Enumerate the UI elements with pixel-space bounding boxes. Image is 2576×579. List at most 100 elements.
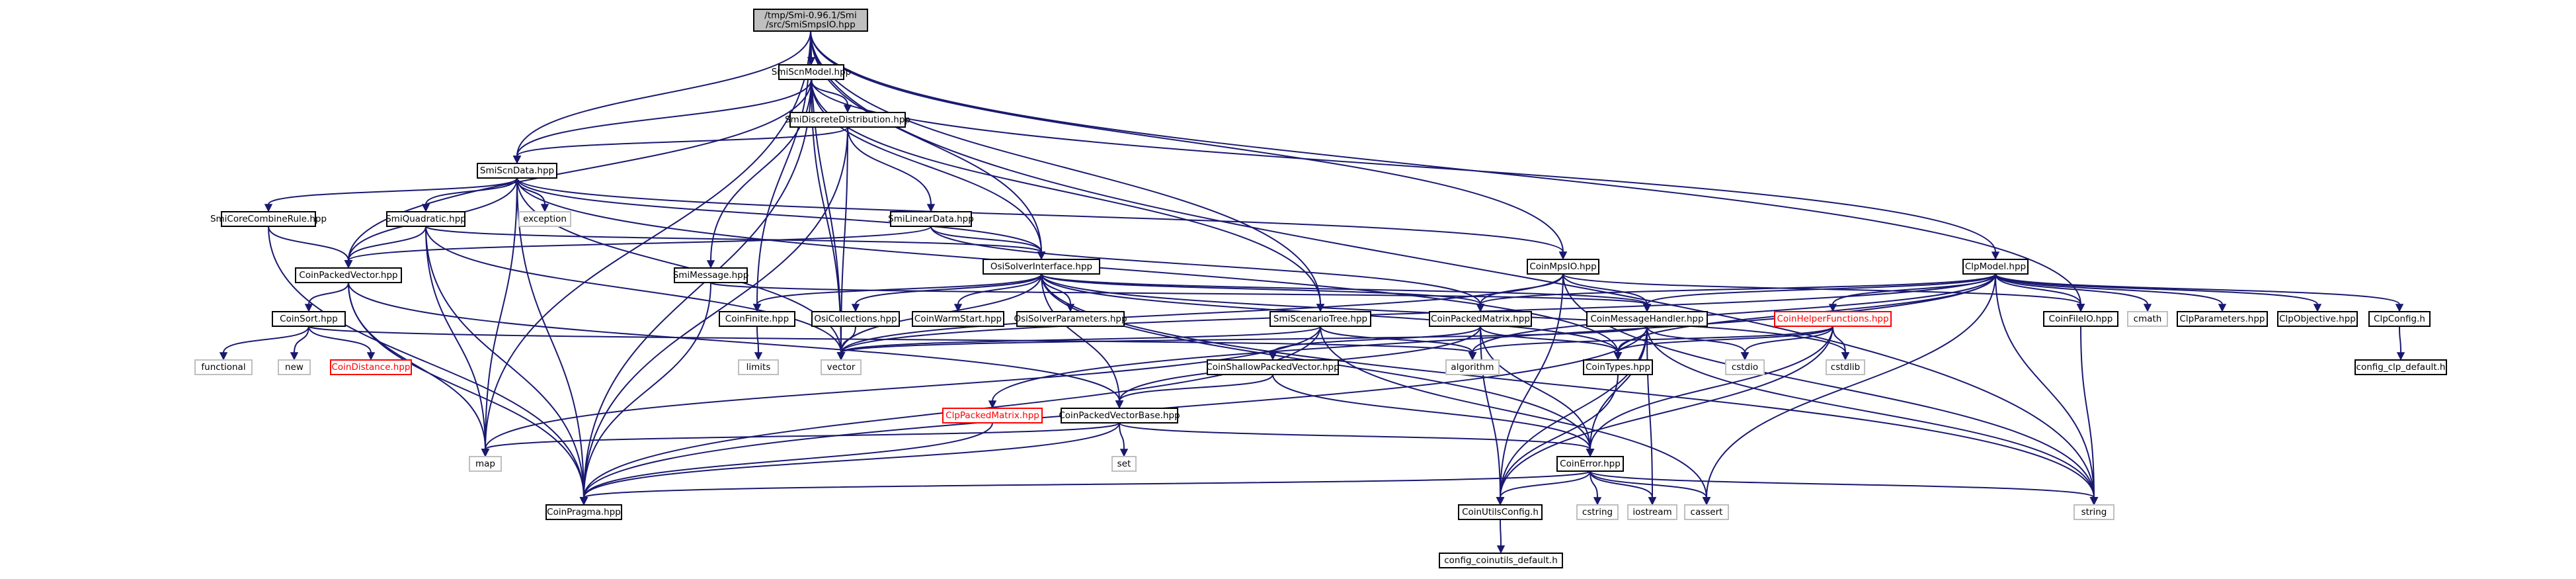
node-box xyxy=(942,408,1043,423)
node-osisolver[interactable]: OsiSolverInterface.hpp xyxy=(983,259,1100,275)
node-combine[interactable]: SmiCoreCombineRule.hpp xyxy=(210,211,327,227)
edge-line xyxy=(516,177,584,498)
edge-line xyxy=(1041,273,1481,305)
edge-clpconfig-to-clpconfigdefault xyxy=(2396,326,2405,361)
node-coinsort[interactable]: CoinSort.hpp xyxy=(272,311,346,327)
node-clpconfig[interactable]: ClpConfig.h xyxy=(2368,311,2431,327)
edge-arrowhead xyxy=(754,352,763,361)
edge-arrowhead xyxy=(1468,352,1477,361)
edge-line xyxy=(930,226,1042,253)
node-scnmodel[interactable]: SmiScnModel.hpp xyxy=(772,64,852,80)
edge-line xyxy=(1041,273,1648,305)
node-vectorbase[interactable]: CoinPackedVectorBase.hpp xyxy=(1059,408,1180,423)
node-solverparams[interactable]: OsiSolverParameters.hpp xyxy=(1014,311,1127,327)
node-box xyxy=(1826,359,1865,375)
edge-line xyxy=(840,326,856,353)
node-cointypes[interactable]: CoinTypes.hpp xyxy=(1583,359,1653,375)
edge-arrowhead xyxy=(2076,304,2085,312)
node-msghandler[interactable]: CoinMessageHandler.hpp xyxy=(1586,311,1708,327)
node-box xyxy=(386,211,465,227)
edge-line xyxy=(308,326,1473,353)
node-packedvector[interactable]: CoinPackedVector.hpp xyxy=(295,267,402,283)
node-box xyxy=(1684,504,1729,520)
node-utilsconfig[interactable]: CoinUtilsConfig.h xyxy=(1458,504,1543,520)
node-distance[interactable]: CoinDistance.hpp xyxy=(330,359,412,375)
node-helper[interactable]: CoinHelperFunctions.hpp xyxy=(1774,311,1892,327)
node-coinpragma[interactable]: CoinPragma.hpp xyxy=(545,504,622,520)
node-shallow[interactable]: CoinShallowPackedVector.hpp xyxy=(1206,359,1340,375)
edge-line xyxy=(1590,470,2095,498)
edge-line xyxy=(1272,374,1591,450)
node-scndata[interactable]: SmiScnData.hpp xyxy=(477,163,557,179)
node-box xyxy=(2177,311,2268,327)
edge-line xyxy=(1500,374,1619,498)
node-coinerror[interactable]: CoinError.hpp xyxy=(1556,456,1624,472)
node-mpsio[interactable]: CoinMpsIO.hpp xyxy=(1527,259,1599,275)
edge-line xyxy=(1744,326,1833,353)
node-packedmatrix[interactable]: CoinPackedMatrix.hpp xyxy=(1429,311,1532,327)
edge-arrowhead xyxy=(290,352,299,361)
edge-helper-to-cointypes xyxy=(1613,326,1833,361)
edge-line xyxy=(425,226,1042,253)
edge-helper-to-cstdio xyxy=(1740,326,1833,361)
edge-line xyxy=(1646,326,1653,498)
edge-packedvector-to-coinsort xyxy=(304,282,349,312)
node-quadratic[interactable]: SmiQuadratic.hpp xyxy=(385,211,466,227)
node-smimessage[interactable]: SmiMessage.hpp xyxy=(673,267,749,283)
node-clpobjective[interactable]: ClpObjective.hpp xyxy=(2277,311,2358,327)
edge-line xyxy=(1995,273,2223,305)
node-collections[interactable]: OsiCollections.hpp xyxy=(811,311,900,327)
node-discrete[interactable]: SmiDiscreteDistribution.hpp xyxy=(785,112,910,128)
node-set: set xyxy=(1111,456,1137,472)
edge-finite-to-limits xyxy=(754,326,763,361)
node-label: cstring xyxy=(1582,507,1613,517)
node-label: CoinWarmStart.hpp xyxy=(914,314,1002,324)
node-label: cstdlib xyxy=(1831,362,1860,373)
node-clppackedmatrix[interactable]: ClpPackedMatrix.hpp xyxy=(942,408,1043,423)
node-label: CoinFileIO.hpp xyxy=(2049,314,2113,324)
node-box xyxy=(2355,359,2447,375)
node-algorithm: algorithm xyxy=(1445,359,1500,375)
node-finite[interactable]: CoinFinite.hpp xyxy=(719,311,795,327)
node-box xyxy=(469,456,502,472)
edge-line xyxy=(810,30,1564,253)
edge-line xyxy=(1119,422,1125,450)
edge-osisolver-to-finite xyxy=(752,273,1042,312)
node-label: cstdio xyxy=(1732,362,1758,373)
edge-line xyxy=(2399,326,2401,353)
edge-arrowhead xyxy=(1841,352,1850,361)
node-clpmodel[interactable]: ClpModel.hpp xyxy=(1962,259,2029,275)
node-fileio[interactable]: CoinFileIO.hpp xyxy=(2043,311,2118,327)
node-coinutilsdefault[interactable]: config_coinutils_default.h xyxy=(1439,553,1563,568)
node-label: ClpPackedMatrix.hpp xyxy=(946,410,1039,421)
edge-shallow-to-vectorbase xyxy=(1115,374,1273,409)
node-box xyxy=(2368,311,2431,327)
edge-arrowhead xyxy=(1586,449,1595,457)
edge-vectorbase-to-map xyxy=(481,422,1120,457)
node-box xyxy=(1962,259,2029,275)
edge-coinerror-to-cassert xyxy=(1590,470,1711,506)
edge-arrowhead xyxy=(304,304,313,312)
node-warmstart[interactable]: CoinWarmStart.hpp xyxy=(912,311,1004,327)
edge-coinerror-to-coinpragma xyxy=(579,470,1591,506)
edge-quadratic-to-packedvector xyxy=(344,226,426,269)
node-lineardata[interactable]: SmiLinearData.hpp xyxy=(888,211,974,227)
node-clpparams[interactable]: ClpParameters.hpp xyxy=(2177,311,2268,327)
node-box xyxy=(719,311,795,327)
node-scenariotree[interactable]: SmiScenarioTree.hpp xyxy=(1269,311,1371,327)
node-label: string xyxy=(2081,507,2107,517)
node-box xyxy=(983,259,1100,275)
node-root[interactable]: /tmp/Smi-0.96.1/Smi/src/SmiSmpsIO.hpp xyxy=(753,9,868,32)
edge-scndata-to-quadratic xyxy=(421,177,518,212)
edge-line xyxy=(1706,273,1996,498)
edge-line xyxy=(294,326,309,353)
node-label: CoinHelperFunctions.hpp xyxy=(1777,314,1888,324)
node-label: map xyxy=(475,459,495,469)
edge-line xyxy=(516,30,811,157)
edge-arrowhead xyxy=(836,352,846,361)
node-box xyxy=(545,504,622,520)
node-cassert: cassert xyxy=(1684,504,1729,520)
node-cmath: cmath xyxy=(2127,311,2168,327)
node-clpconfigdefault[interactable]: config_clp_default.h xyxy=(2355,359,2447,375)
edge-line xyxy=(485,326,1321,450)
